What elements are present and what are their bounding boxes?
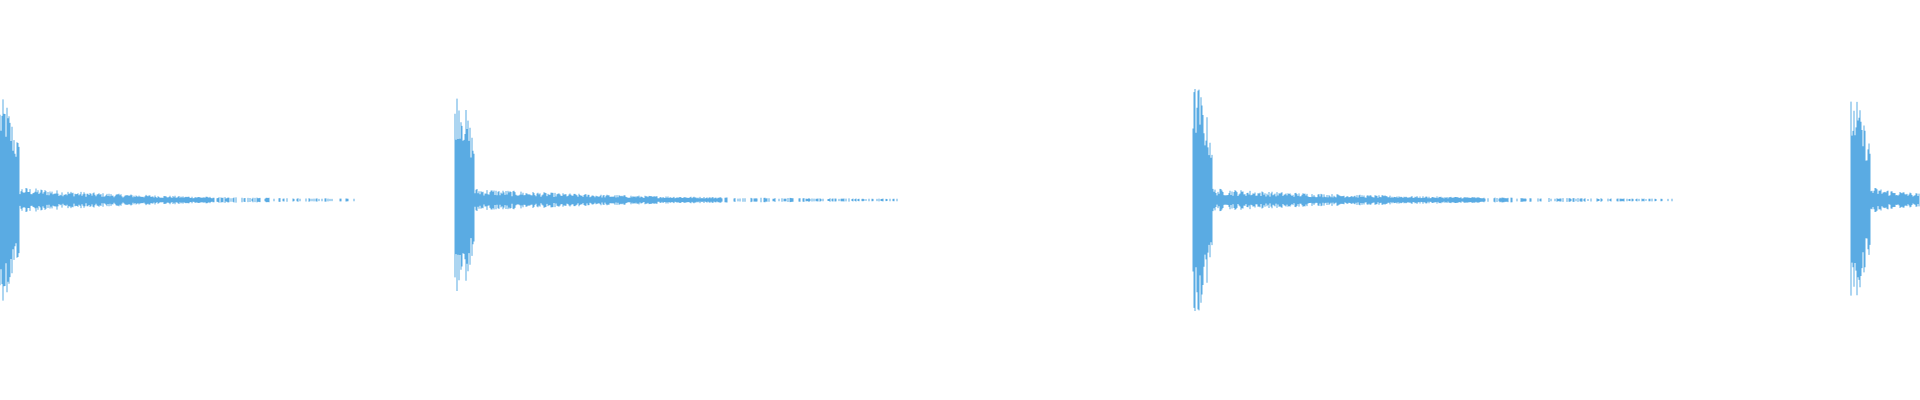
waveform-transient-4 — [1850, 101, 1920, 296]
waveform-transient-3 — [1192, 89, 1673, 311]
waveform-transients — [0, 89, 1920, 311]
waveform-transient-2 — [454, 98, 898, 291]
waveform-transient-1 — [0, 99, 355, 301]
